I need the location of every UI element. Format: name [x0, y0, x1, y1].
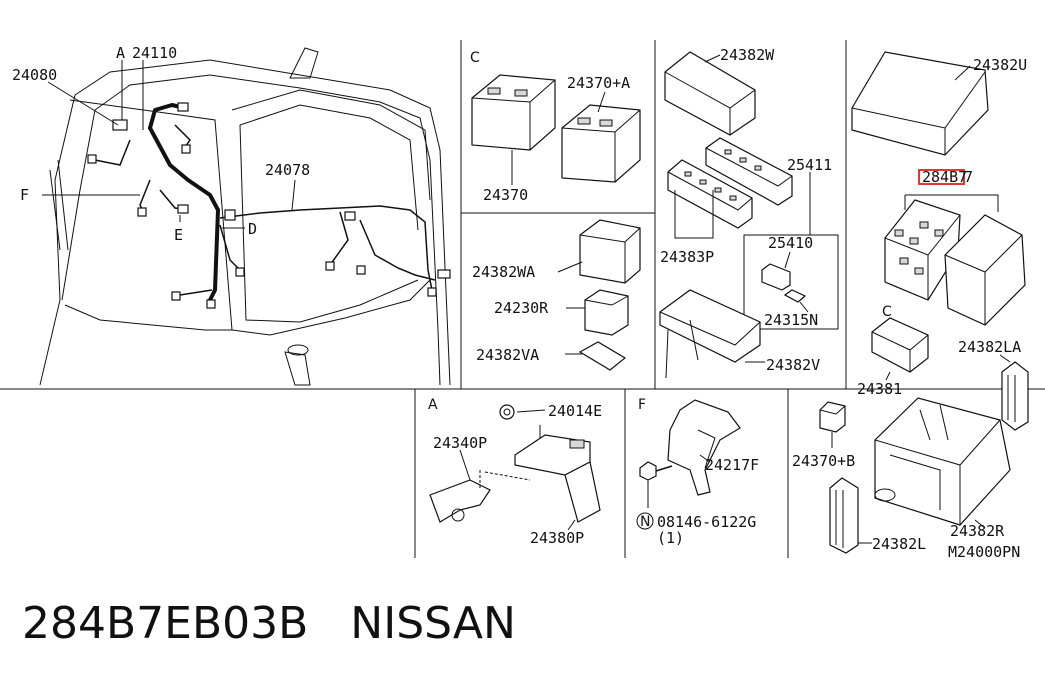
label-24110: 24110: [132, 44, 177, 62]
highlight-box-284B7: [918, 169, 965, 185]
caption-part-number: 284B7EB03B: [22, 598, 309, 649]
label-24080: 24080: [12, 66, 57, 84]
label-08146: 08146-6122G: [657, 513, 756, 531]
panel-dividers: [0, 40, 1045, 558]
label-24315N: 24315N: [764, 311, 818, 329]
label-24383P: 24383P: [660, 248, 714, 266]
label-24370: 24370: [483, 186, 528, 204]
label-24340P: 24340P: [433, 434, 487, 452]
housing-panel: 24370+B 24382R 24382L M24000PN: [792, 397, 1020, 561]
label-25411: 25411: [787, 156, 832, 174]
label-D: D: [248, 220, 257, 238]
n-circle-icon: [636, 512, 654, 530]
label-25410: 25410: [768, 234, 813, 252]
label-24381: 24381: [857, 380, 902, 398]
label-24382WA: 24382WA: [472, 263, 535, 281]
label-24382R: 24382R: [950, 522, 1005, 540]
section-A-letter: A: [428, 397, 438, 413]
label-E: E: [174, 226, 183, 244]
label-N: N: [640, 514, 650, 530]
label-F: F: [20, 186, 29, 204]
fusebox-mid-panel: 24382W 25411 24383P 25410 24315N 24382V: [659, 46, 839, 379]
label-24380P: 24380P: [530, 529, 584, 547]
label-24370A: 24370+A: [567, 74, 630, 92]
label-24217F: 24217F: [705, 456, 759, 474]
label-284B7: 284B7: [922, 168, 967, 186]
fusebox-right-panel: 24382U 284B7 7 C 24381 24382LA: [851, 51, 1029, 431]
bracket-panel: A 24014E 24380P 24340P: [428, 397, 602, 547]
caption-gap: [308, 598, 350, 649]
label-24078: 24078: [265, 161, 310, 179]
label-24382VA: 24382VA: [476, 346, 539, 364]
bolt-panel: F 24217F N 08146-6122G (1): [636, 397, 759, 547]
section-C-right-letter: C: [882, 304, 892, 320]
label-24382U: 24382U: [973, 56, 1027, 74]
battery-panel: C 24370+A 24370: [470, 50, 641, 204]
label-qty: (1): [657, 529, 684, 547]
label-diagram-code: M24000PN: [948, 543, 1020, 561]
label-24382W: 24382W: [720, 46, 775, 64]
label-24230R: 24230R: [494, 299, 549, 317]
caption-brand: NISSAN: [350, 598, 516, 649]
label-24014E: 24014E: [548, 402, 602, 420]
section-F-letter: F: [638, 397, 646, 413]
label-24382V: 24382V: [766, 356, 820, 374]
label-24382LA: 24382LA: [958, 338, 1021, 356]
label-24370B: 24370+B: [792, 452, 855, 470]
car-harness-illustration: 24080 A 24110 F 24078 E D: [12, 44, 451, 386]
label-24382L: 24382L: [872, 535, 926, 553]
label-284B7-suffix: 7: [964, 168, 973, 186]
section-C-letter: C: [470, 50, 480, 66]
label-A: A: [116, 44, 125, 62]
relay-panel: 24382WA 24230R 24382VA: [472, 219, 641, 371]
part-caption: 284B7EB03B NISSAN: [22, 598, 516, 649]
